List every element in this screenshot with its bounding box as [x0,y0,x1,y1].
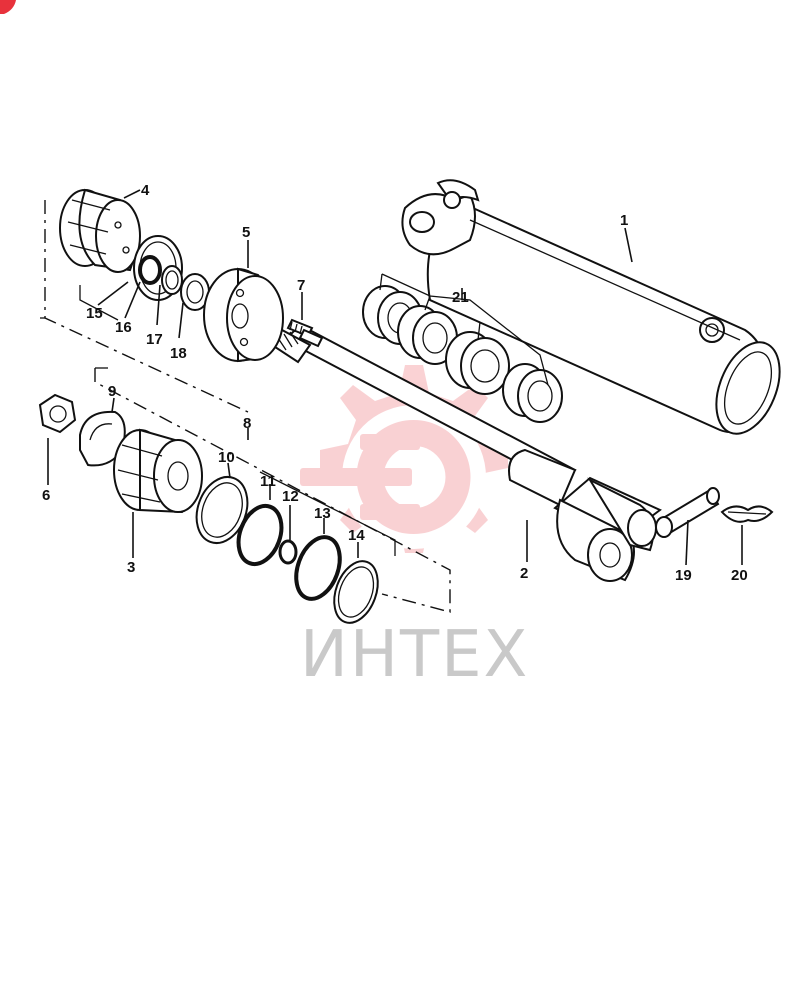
callout-11: 11 [260,473,276,490]
callout-labels: 1 2 3 4 5 6 7 8 9 10 11 12 13 14 15 16 1… [42,182,748,584]
part-6-nut [38,393,77,434]
corner-mark [0,0,16,14]
callout-16: 16 [115,319,132,336]
callout-4: 4 [141,182,150,199]
callout-20: 20 [731,567,748,584]
callout-13: 13 [314,505,331,522]
callout-12: 12 [282,488,299,505]
part-14-snap-ring [333,560,379,624]
watermark-text: ИНТЕХ [300,618,529,692]
part-12-ring [278,539,298,565]
callout-15: 15 [86,305,103,322]
leader-lines [47,189,743,566]
part-13-o-ring [294,535,342,601]
part-2-piston-rod [270,323,662,582]
part-3-seal-assembly [113,428,203,514]
callout-19: 19 [675,567,692,584]
part-16-o-ring [138,255,162,285]
callout-8: 8 [243,415,251,432]
part-20-clip [720,505,774,523]
callout-7: 7 [297,277,305,294]
part-17-seal [161,265,183,295]
callout-18: 18 [170,345,187,362]
part-11-o-ring [236,503,284,567]
callout-3: 3 [127,559,135,576]
part-1-cylinder-barrel [401,179,781,435]
callout-17: 17 [146,331,163,348]
callout-6: 6 [42,487,50,504]
callout-1: 1 [620,212,628,229]
callout-21: 21 [452,289,469,306]
callout-5: 5 [242,224,250,241]
callout-9: 9 [108,383,116,400]
group-bracket-upper [40,200,249,413]
callout-14: 14 [348,527,365,544]
group-bracket-lower [94,367,451,613]
callout-10: 10 [218,449,235,466]
part-9-split-ring [79,410,126,467]
part-5-piston [203,267,284,363]
part-21-piston-rings [362,273,563,423]
callout-2: 2 [520,565,528,582]
part-4-gland [59,188,141,273]
part-18-wiper [180,273,210,311]
part-7-bolt [286,318,324,348]
part-19-pin [655,487,720,538]
